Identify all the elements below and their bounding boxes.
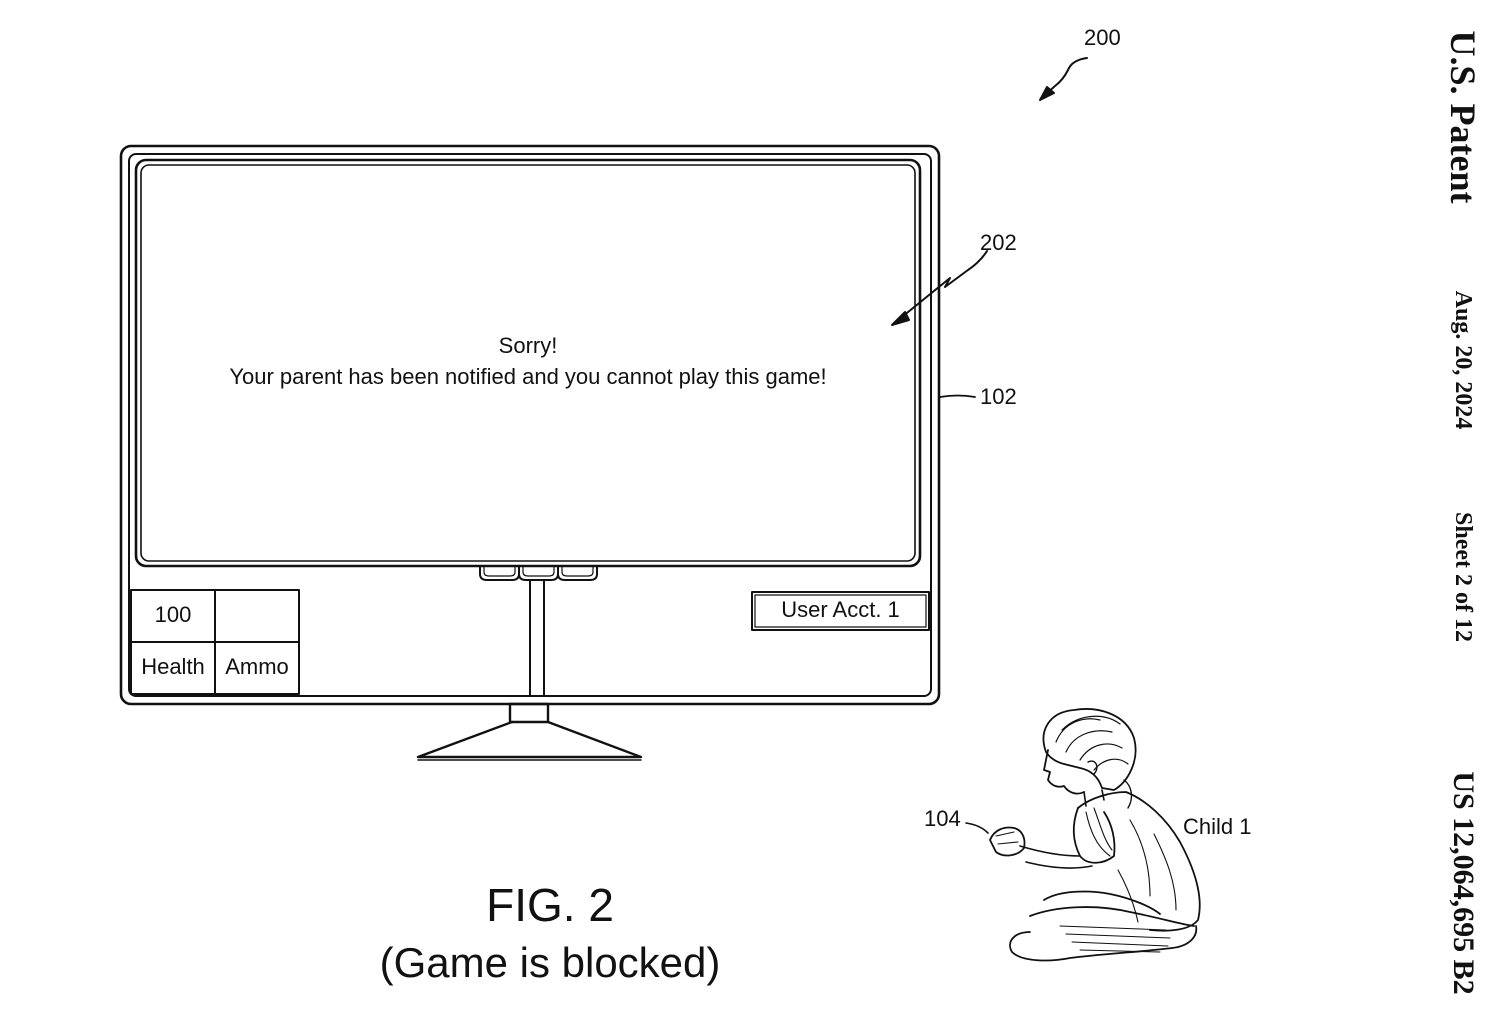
ref-202-leader: [891, 250, 988, 326]
stand-mount: [479, 565, 598, 581]
stand-pole: [529, 579, 545, 697]
patent-number: US 12,064,695 B2: [1447, 771, 1480, 995]
figure-caption: (Game is blocked): [379, 939, 721, 986]
patent-label: U.S. Patent: [1443, 30, 1483, 204]
child-illustration: [989, 708, 1201, 962]
ref-104-leader: [965, 822, 989, 834]
ref-202-label: 202: [980, 230, 1017, 255]
ref-200-label: 200: [1084, 25, 1121, 50]
game-screen-inner: [140, 164, 916, 562]
user-account-label: User Acct. 1: [781, 597, 900, 622]
patent-date: Aug. 20, 2024: [1450, 290, 1476, 430]
ammo-label: Ammo: [225, 654, 289, 679]
message-line-1: Sorry!: [498, 333, 558, 358]
child-label: Child 1: [1183, 814, 1252, 839]
monitor-base: [416, 702, 643, 761]
blocked-message: Sorry! Your parent has been notified and…: [141, 330, 915, 392]
figure-title: FIG. 2: [486, 879, 614, 931]
hud-grid: [130, 589, 300, 695]
game-screen-outer: [134, 158, 922, 568]
ref-200-leader: [1039, 57, 1088, 101]
ref-102-label: 102: [980, 384, 1017, 409]
health-value: 100: [154, 602, 192, 627]
message-line-2: Your parent has been notified and you ca…: [229, 364, 827, 389]
ref-104-label: 104: [924, 806, 961, 831]
user-account-box: [751, 591, 930, 631]
health-label: Health: [141, 654, 205, 679]
sheet-number: Sheet 2 of 12: [1450, 512, 1476, 642]
ref-102-leader: [939, 394, 976, 398]
